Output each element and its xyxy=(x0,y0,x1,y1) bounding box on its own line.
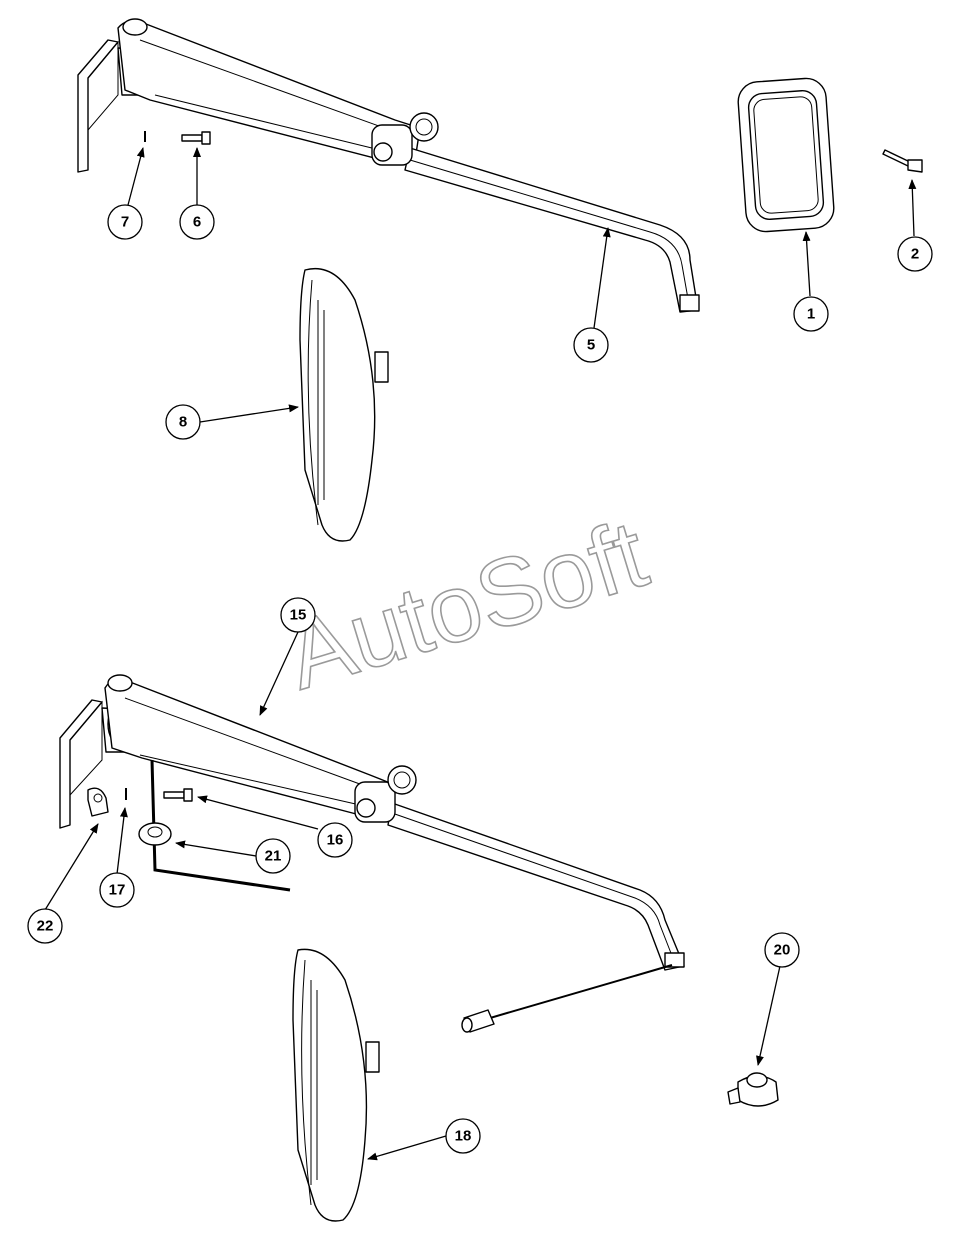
callout-5: 5 xyxy=(573,327,609,363)
callout-21: 21 xyxy=(255,838,291,874)
callout-7: 7 xyxy=(107,204,143,240)
callout-22: 22 xyxy=(27,908,63,944)
mirror-housing-upper xyxy=(299,268,389,542)
grommet xyxy=(138,822,172,846)
svg-text:22: 22 xyxy=(37,918,54,935)
mirror-arm-upper xyxy=(117,18,700,313)
callout-16: 16 xyxy=(317,822,353,858)
screw-upper xyxy=(882,149,923,173)
callout-20: 20 xyxy=(764,932,800,968)
clip-lower xyxy=(87,787,109,817)
callout-17: 17 xyxy=(99,872,135,908)
svg-text:8: 8 xyxy=(179,414,187,431)
svg-text:6: 6 xyxy=(193,214,201,231)
svg-text:1: 1 xyxy=(807,306,815,323)
bolt-upper xyxy=(181,131,211,145)
callout-1: 1 xyxy=(793,296,829,332)
callout-8: 8 xyxy=(165,404,201,440)
svg-text:17: 17 xyxy=(109,882,126,899)
svg-text:5: 5 xyxy=(587,337,595,354)
leader-lines xyxy=(44,147,917,1161)
wire-connector xyxy=(461,1009,495,1033)
svg-text:18: 18 xyxy=(455,1128,472,1145)
svg-text:15: 15 xyxy=(290,607,307,624)
callout-6: 6 xyxy=(179,204,215,240)
callout-2: 2 xyxy=(897,236,933,272)
svg-text:7: 7 xyxy=(121,214,129,231)
adjust-knob xyxy=(727,1072,779,1107)
callout-18: 18 xyxy=(445,1118,481,1154)
svg-text:2: 2 xyxy=(911,246,919,263)
mirror-housing-lower xyxy=(292,948,380,1222)
heater-wire-b xyxy=(489,964,673,1019)
heater-wire-a xyxy=(150,759,291,892)
callout-15: 15 xyxy=(280,597,316,633)
mirror-glass xyxy=(737,77,835,233)
svg-text:16: 16 xyxy=(327,832,344,849)
mirror-arm-lower xyxy=(104,674,685,971)
svg-text:20: 20 xyxy=(774,942,791,959)
bolt-lower xyxy=(163,788,193,802)
svg-text:21: 21 xyxy=(265,848,282,865)
